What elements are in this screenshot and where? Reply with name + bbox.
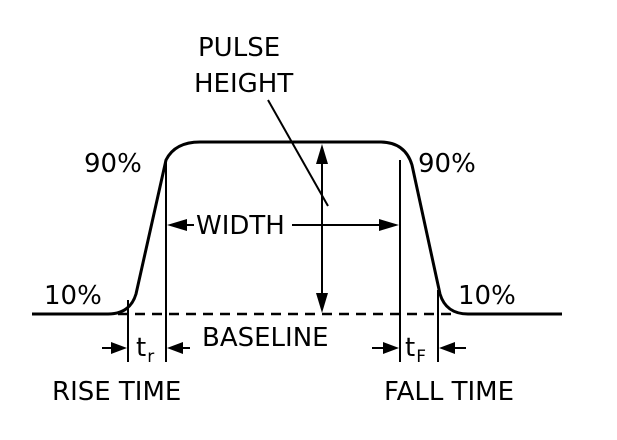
pulse-label: PULSE (198, 33, 280, 63)
pct90-right-label: 90% (418, 149, 476, 179)
tf-label: tF (405, 333, 426, 367)
baseline-label: BASELINE (202, 323, 329, 353)
tf-sub: F (416, 347, 426, 367)
tf-main: t (405, 333, 415, 363)
pct10-right-label: 10% (458, 281, 516, 311)
tr-main: t (136, 333, 146, 363)
fall-time-label: FALL TIME (384, 377, 514, 407)
pct10-left-label: 10% (44, 281, 102, 311)
tr-sub: r (147, 347, 154, 367)
pulse-height-arrow (316, 144, 328, 313)
width-arrow (167, 219, 399, 231)
height-label: HEIGHT (194, 69, 293, 99)
pulse-height-leader (267, 99, 329, 207)
tr-label: tr (136, 333, 154, 367)
width-label: WIDTH (196, 211, 285, 241)
fall-time-arrows (372, 342, 466, 354)
pulse-waveform (32, 140, 562, 316)
pct90-left-label: 90% (84, 149, 142, 179)
rise-time-arrows (102, 342, 190, 354)
rise-time-label: RISE TIME (52, 377, 181, 407)
